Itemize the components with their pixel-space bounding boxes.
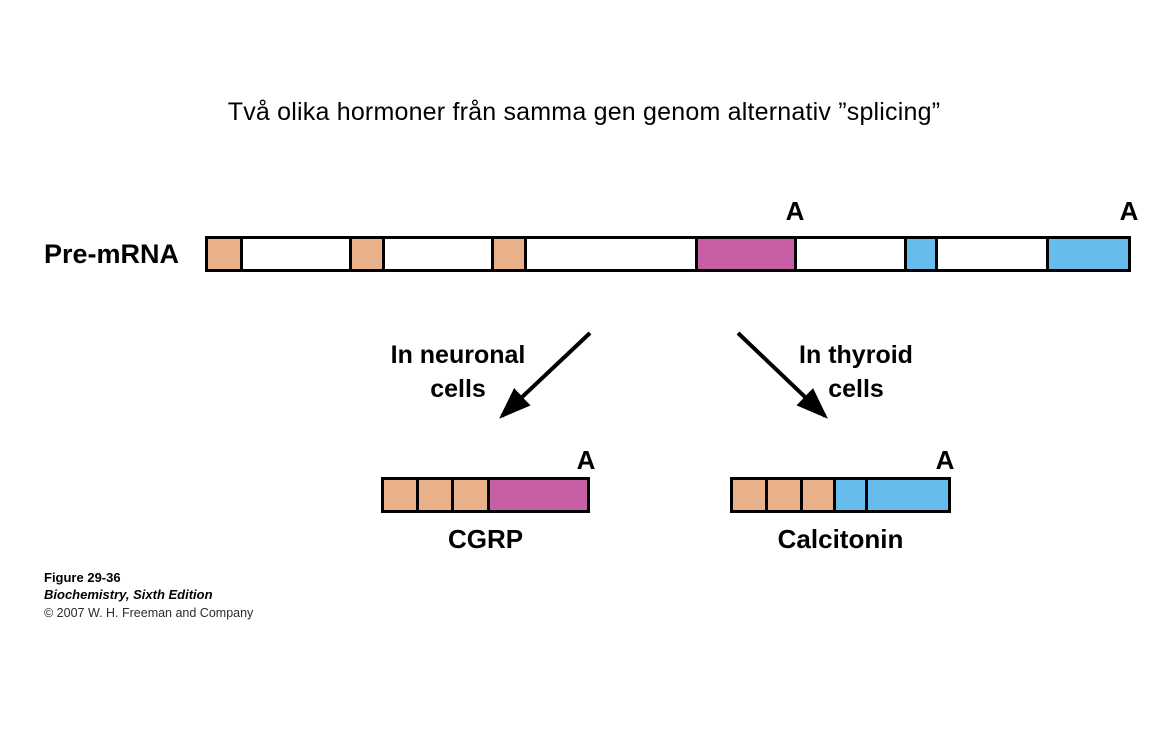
segment-exon-4-cgrp <box>487 480 587 510</box>
segment-intron-3 <box>523 239 695 269</box>
poly-a-label-terminal: A <box>1119 196 1139 226</box>
segment-intron-1 <box>239 239 350 269</box>
calcitonin-mrna-bar <box>730 477 951 513</box>
cgrp-product-label: CGRP <box>447 524 524 554</box>
segment-exon-1 <box>733 480 765 510</box>
pre-mrna-bar <box>205 236 1131 272</box>
segment-exon-4-cgrp <box>694 239 795 269</box>
neuronal-branch-label: In neuronal cells <box>390 341 526 403</box>
segment-exon-6-calcitonin <box>1046 239 1128 269</box>
segment-intron-5 <box>934 239 1047 269</box>
calcitonin-product-label: Calcitonin <box>777 524 904 554</box>
figure-source: Biochemistry, Sixth Edition <box>44 587 213 602</box>
figure-copyright: © 2007 W. H. Freeman and Company <box>44 606 254 620</box>
segment-exon-2 <box>415 480 451 510</box>
slide-title: Två olika hormoner från samma gen genom … <box>227 98 941 126</box>
segment-exon-6-calcitonin <box>864 480 948 510</box>
segment-exon-2 <box>349 239 382 269</box>
segment-exon-3 <box>491 239 524 269</box>
thyroid-branch-label: In thyroid cells <box>799 341 913 403</box>
segment-exon-5-calcitonin <box>903 239 935 269</box>
segment-exon-3 <box>799 480 833 510</box>
calcitonin-poly-a-label: A <box>935 445 955 475</box>
pre-mrna-label: Pre-mRNA <box>44 239 180 269</box>
poly-a-label-internal: A <box>785 196 805 226</box>
segment-exon-3 <box>450 480 488 510</box>
segment-exon-2 <box>764 480 800 510</box>
cgrp-mrna-bar <box>381 477 590 513</box>
segment-exon-5-calcitonin <box>832 480 865 510</box>
figure-caption: Figure 29-36 Biochemistry, Sixth Edition… <box>44 569 253 622</box>
cgrp-poly-a-label: A <box>576 445 596 475</box>
segment-exon-1 <box>384 480 416 510</box>
segment-intron-4 <box>794 239 904 269</box>
segment-exon-1 <box>208 239 240 269</box>
figure-number: Figure 29-36 <box>44 570 121 585</box>
segment-intron-2 <box>381 239 492 269</box>
